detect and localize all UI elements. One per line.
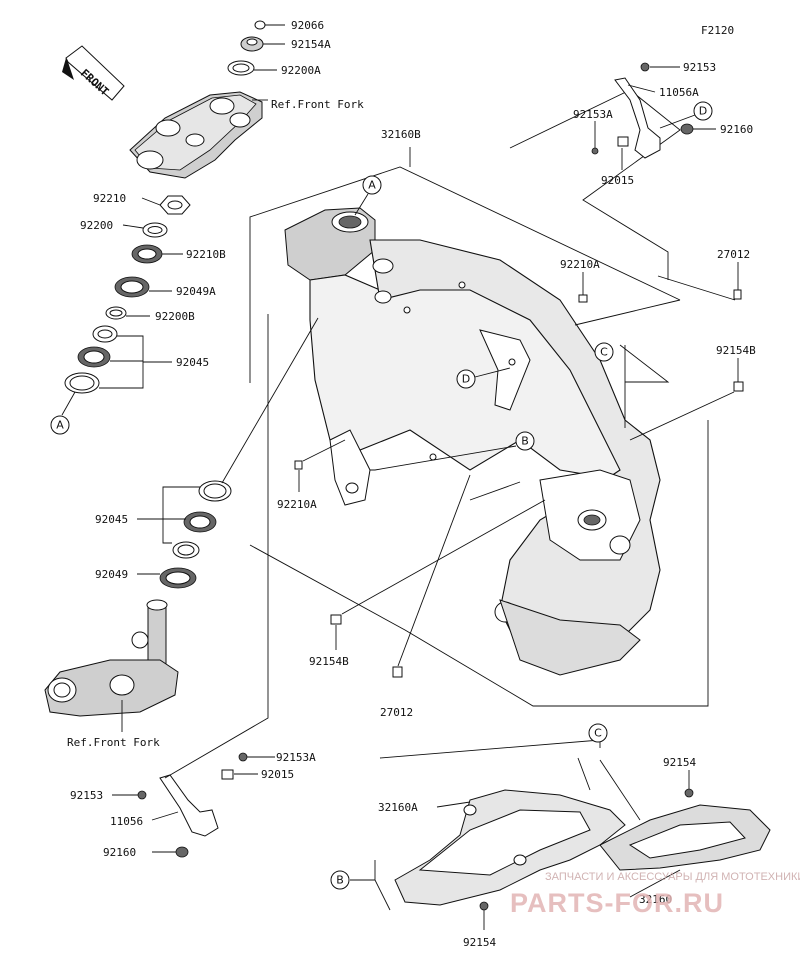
part-92154B-bottom: 92154B (309, 655, 349, 668)
watermark-logo: ЗАПЧАСТИ И АКСЕССУАРЫ ДЛЯ МОТОТЕХНИКИ PA… (510, 871, 800, 918)
part-92045-top: 92045 (176, 356, 209, 369)
part-92045-mid: 92045 (95, 513, 128, 526)
leader-lines-lower (121, 317, 319, 732)
leader-lines-bracket-tr (594, 66, 716, 170)
ref-front-fork-top: Ref.Front Fork (271, 98, 364, 111)
part-92153-tr: 92153 (683, 61, 716, 74)
part-32160A: 32160A (378, 801, 418, 814)
part-92200: 92200 (80, 219, 113, 232)
main-frame (284, 207, 661, 676)
part-92154-bottom: 92154 (463, 936, 496, 949)
part-92160-tr: 92160 (720, 123, 753, 136)
part-92153A-bl: 92153A (276, 751, 316, 764)
part-92049A: 92049A (176, 285, 216, 298)
part-11056: 11056 (110, 815, 143, 828)
callout-c-subframe: C (588, 723, 608, 743)
part-92200B: 92200B (155, 310, 195, 323)
figure-code: F2120 (701, 24, 734, 37)
bolt-92210A-mid (294, 439, 346, 492)
callout-b-subframe: B (330, 860, 391, 911)
svg-text:D: D (462, 373, 470, 386)
svg-text:C: C (600, 346, 608, 359)
svg-text:B: B (521, 435, 529, 448)
part-27012-right: 27012 (717, 248, 750, 261)
part-92200A: 92200A (281, 64, 321, 77)
callout-b-frame: B (370, 431, 535, 501)
lower-triple-clamp (44, 599, 179, 717)
part-92153A-tr: 92153A (573, 108, 613, 121)
bolt-92154B-bottom (330, 499, 546, 650)
part-92154B-right: 92154B (716, 344, 756, 357)
front-arrow-icon: FRONT (62, 45, 125, 101)
label-27012-bottom (392, 474, 471, 678)
callout-d-frame: D (456, 367, 511, 389)
part-92066: 92066 (291, 19, 324, 32)
callout-a-left: A (50, 415, 70, 435)
ref-front-fork-bottom: Ref.Front Fork (67, 736, 160, 749)
part-92210A-mid: 92210A (277, 498, 317, 511)
part-92210: 92210 (93, 192, 126, 205)
part-92049: 92049 (95, 568, 128, 581)
upper-bracket-parts (64, 20, 266, 394)
svg-text:D: D (699, 105, 707, 118)
frame-boundary-lines (249, 89, 736, 707)
part-27012-bottom: 27012 (380, 706, 413, 719)
part-92210B: 92210B (186, 248, 226, 261)
part-92210A-top: 92210A (560, 258, 600, 271)
svg-text:B: B (336, 874, 344, 887)
part-92154A: 92154A (291, 38, 331, 51)
subframe-32160A (394, 789, 626, 906)
part-32160B: 32160B (381, 128, 421, 141)
part-92154-right: 92154 (663, 756, 696, 769)
part-92015-tr: 92015 (601, 174, 634, 187)
callout-c-frame: C (594, 342, 614, 362)
callout-a-frame: A (354, 175, 382, 216)
part-92160-bl: 92160 (103, 846, 136, 859)
leader-lines-bracket-bl (112, 314, 275, 853)
part-92015-bl: 92015 (261, 768, 294, 781)
callout-d-bracket: D (659, 101, 713, 129)
svg-text:A: A (56, 419, 64, 432)
watermark-text: PARTS-FOR.RU (510, 888, 724, 918)
part-11056A: 11056A (659, 86, 699, 99)
svg-text:C: C (594, 727, 602, 740)
lower-bearing-set (159, 480, 232, 589)
leader-lines-upper (61, 24, 285, 416)
svg-text:A: A (368, 179, 376, 192)
bracket-11056A (591, 62, 694, 159)
watermark-tagline: ЗАПЧАСТИ И АКСЕССУАРЫ ДЛЯ МОТОТЕХНИКИ (545, 871, 800, 883)
part-92153-bl: 92153 (70, 789, 103, 802)
bolt-92154B-right (629, 358, 744, 441)
leader-lines-subframe (379, 739, 690, 930)
bracket-11056 (137, 752, 248, 858)
part-32160: 32160 (639, 893, 672, 906)
subframe-32160 (479, 788, 771, 911)
label-27012-right (733, 262, 742, 300)
bolt-92210A-top (578, 272, 588, 303)
